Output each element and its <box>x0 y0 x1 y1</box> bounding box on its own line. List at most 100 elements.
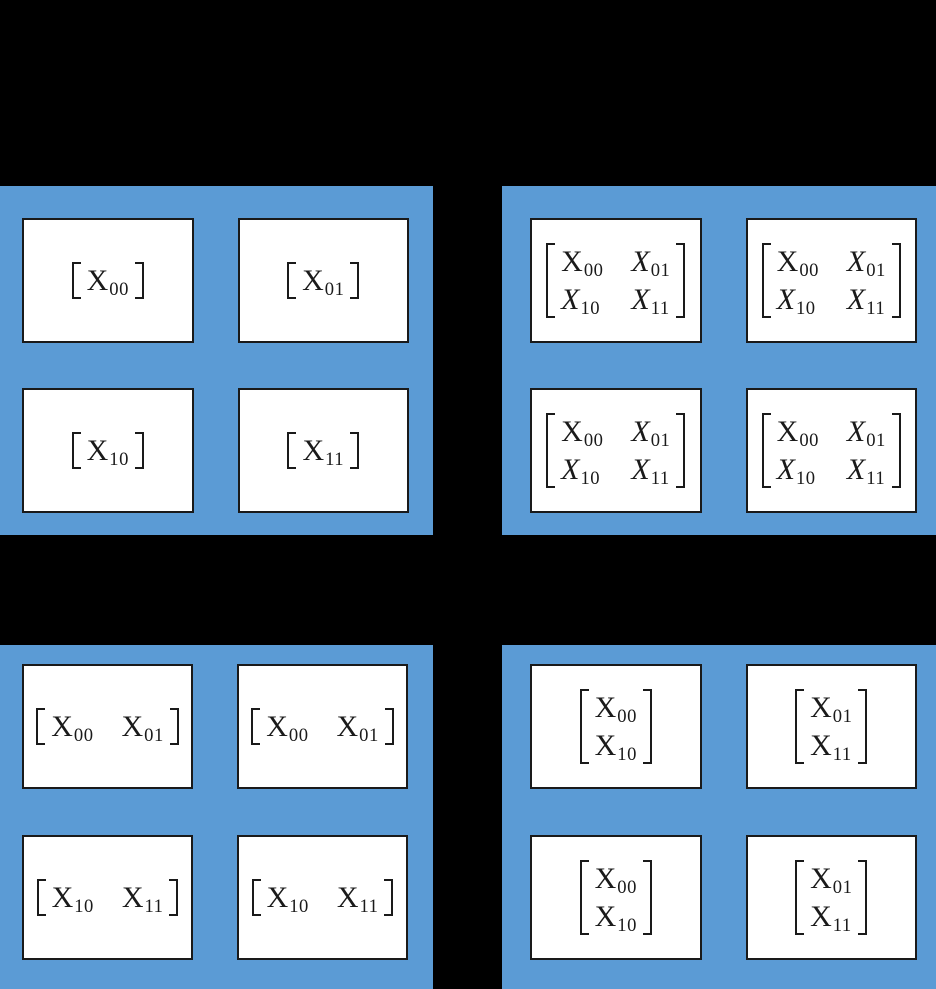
matrix-entry-subscript: 00 <box>799 260 819 282</box>
matrix-right-bracket <box>891 413 901 488</box>
matrix-right-bracket <box>642 689 652 764</box>
matrix-entry: X00 <box>777 413 819 451</box>
matrix-entry: X00 <box>266 708 308 746</box>
matrix-entry: X00 <box>561 413 603 451</box>
matrix-entry-base: X <box>266 880 289 914</box>
matrix-entry-subscript: 11 <box>832 914 852 936</box>
matrix-expression: X10 <box>71 431 144 471</box>
matrix-entry-subscript: 01 <box>359 724 379 746</box>
matrix-entry-subscript: 00 <box>617 877 637 899</box>
matrix-entry-base: X <box>776 415 799 448</box>
matrix-entry-subscript: 00 <box>799 430 819 452</box>
matrix-entry: X10 <box>561 451 600 489</box>
matrix-entry-subscript: 01 <box>144 724 164 746</box>
matrix-entry: X01 <box>847 413 886 451</box>
matrix-entry-base: X <box>810 691 832 724</box>
matrix-entry-subscript: 00 <box>583 430 604 452</box>
matrix-entry-base: X <box>810 899 832 933</box>
matrix-entry: X00 <box>561 243 603 281</box>
matrix-box: X10 <box>22 388 194 513</box>
matrix-entry-base: X <box>810 862 832 895</box>
matrix-entry-subscript: 11 <box>650 297 670 319</box>
matrix-entry: X01 <box>302 262 344 300</box>
matrix-entry: X01 <box>810 860 852 898</box>
matrix-entry-subscript: 11 <box>832 743 852 765</box>
matrix-left-bracket <box>251 707 261 746</box>
matrix-left-bracket <box>36 878 46 917</box>
matrix-right-bracket <box>134 431 144 470</box>
matrix-entry: X11 <box>122 879 164 917</box>
matrix-right-bracket <box>134 261 144 300</box>
matrix-entries: X10 <box>81 431 135 471</box>
matrix-entry-subscript: 01 <box>650 430 671 452</box>
matrix-entry-subscript: 11 <box>359 895 379 917</box>
matrix-entry-base: X <box>846 245 866 278</box>
matrix-right-bracket <box>858 860 868 935</box>
matrix-left-bracket <box>36 707 46 746</box>
matrix-entry-subscript: 01 <box>866 430 886 452</box>
matrix-entry-base: X <box>51 880 74 914</box>
matrix-left-bracket <box>71 431 81 470</box>
matrix-entry-subscript: 00 <box>109 278 129 300</box>
matrix-entry: X00 <box>87 262 129 300</box>
matrix-entry: X10 <box>267 879 309 917</box>
matrix-box: X01 <box>237 218 409 343</box>
matrix-entry-base: X <box>631 415 650 448</box>
matrix-entries: X00 <box>81 261 135 301</box>
matrix-entry-base: X <box>561 282 580 316</box>
matrix-entry: X11 <box>810 898 852 936</box>
matrix-entry-base: X <box>631 452 650 486</box>
matrix-entry-subscript: 11 <box>866 297 886 319</box>
matrix-entries: X01 <box>296 261 350 301</box>
matrix-right-bracket <box>676 243 686 318</box>
matrix-entry-base: X <box>776 245 799 278</box>
matrix-entry-subscript: 01 <box>832 706 853 728</box>
matrix-entry-subscript: 10 <box>795 467 816 489</box>
matrix-entry-subscript: 00 <box>73 724 94 746</box>
matrix-expression: X01 <box>287 261 360 301</box>
matrix-entry-base: X <box>336 880 359 914</box>
matrix-entry-subscript: 01 <box>324 278 345 300</box>
matrix-entry-base: X <box>121 880 144 914</box>
matrix-left-bracket <box>251 878 261 917</box>
matrix-entry: X11 <box>302 432 344 470</box>
matrix-entry: X01 <box>122 708 164 746</box>
matrix-left-bracket <box>761 243 771 318</box>
matrix-entry: X10 <box>52 879 94 917</box>
matrix-entry-base: X <box>631 245 650 278</box>
matrix-entry: X10 <box>595 898 637 936</box>
matrix-entry: X00 <box>595 860 637 898</box>
matrix-right-bracket <box>350 261 360 300</box>
matrix-left-bracket <box>761 413 771 488</box>
matrix-left-bracket <box>287 431 297 470</box>
matrix-entry: X11 <box>810 727 852 765</box>
matrix-entry-subscript: 10 <box>617 914 637 936</box>
matrix-entry-subscript: 11 <box>144 895 164 917</box>
matrix-entry: X10 <box>595 727 637 765</box>
